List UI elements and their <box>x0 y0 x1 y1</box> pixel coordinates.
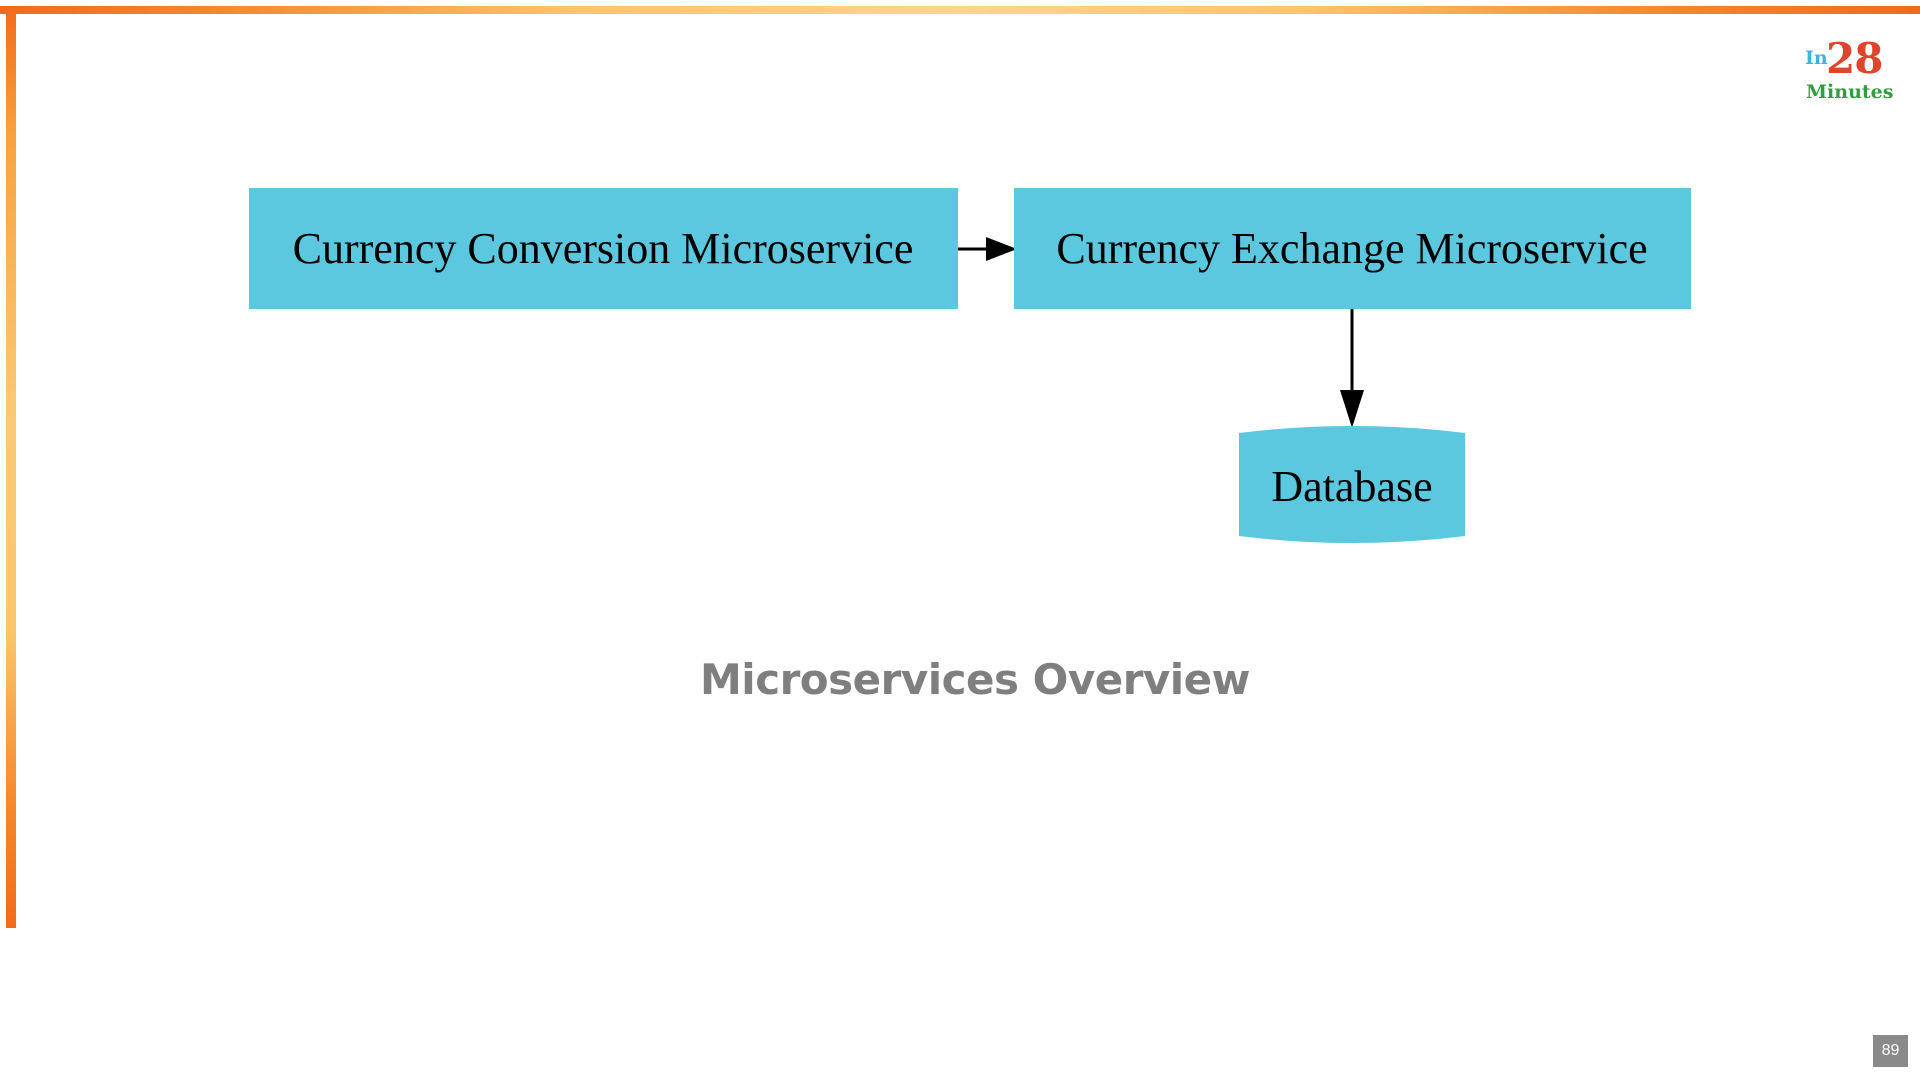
logo-suffix: Minutes <box>1806 81 1894 103</box>
logo-prefix: In <box>1805 47 1828 69</box>
in28minutes-logo: In 28 Minutes <box>1800 34 1900 106</box>
database-cylinder-icon <box>1239 426 1465 543</box>
edge-exchange-to-database <box>1340 309 1364 428</box>
node-currency-exchange: Currency Exchange Microservice <box>1014 188 1691 309</box>
node-currency-conversion-label: Currency Conversion Microservice <box>293 224 914 273</box>
decorative-top-border <box>0 6 1920 14</box>
arrowhead-icon <box>1340 390 1364 428</box>
node-database-label: Database <box>1271 462 1432 511</box>
slide-caption: Microservices Overview <box>700 655 1250 704</box>
arrowhead-icon <box>986 237 1017 261</box>
logo-number: 28 <box>1826 34 1883 83</box>
node-database: Database <box>1239 426 1465 543</box>
node-currency-exchange-label: Currency Exchange Microservice <box>1056 224 1647 273</box>
decorative-left-border <box>6 6 16 928</box>
node-currency-conversion: Currency Conversion Microservice <box>249 188 958 309</box>
page-number-badge: 89 <box>1873 1035 1908 1067</box>
edge-conversion-to-exchange <box>958 237 1017 261</box>
